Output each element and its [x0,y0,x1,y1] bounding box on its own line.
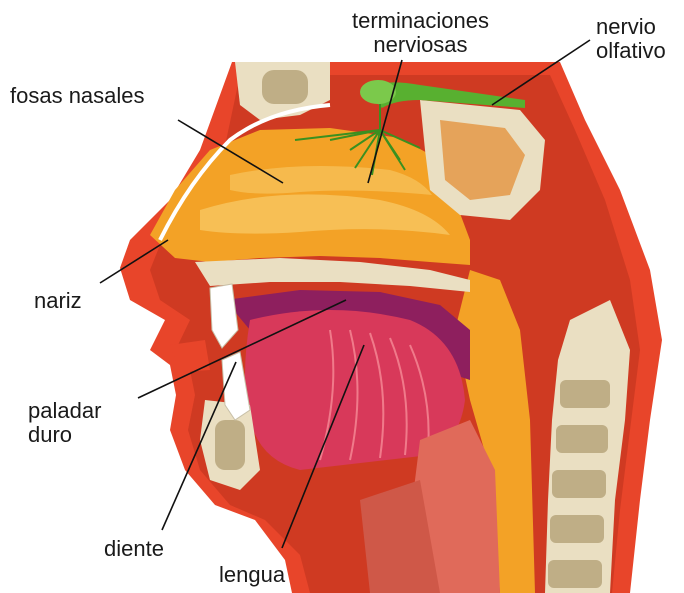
label-paladar-duro: paladar duro [28,399,101,447]
label-nervio-olfativo: nervio olfativo [596,15,666,63]
label-terminaciones-line1: terminaciones [352,9,489,33]
label-diente: diente [104,537,164,561]
label-nervio-line2: olfativo [596,39,666,63]
label-lengua: lengua [219,563,285,587]
label-terminaciones-line2: nerviosas [352,33,489,57]
label-paladar-line1: paladar [28,399,101,423]
label-terminaciones-nerviosas: terminaciones nerviosas [352,9,489,57]
label-paladar-line2: duro [28,423,101,447]
label-nervio-line1: nervio [596,15,666,39]
label-fosas-nasales: fosas nasales [10,84,145,108]
label-nariz: nariz [34,289,82,313]
